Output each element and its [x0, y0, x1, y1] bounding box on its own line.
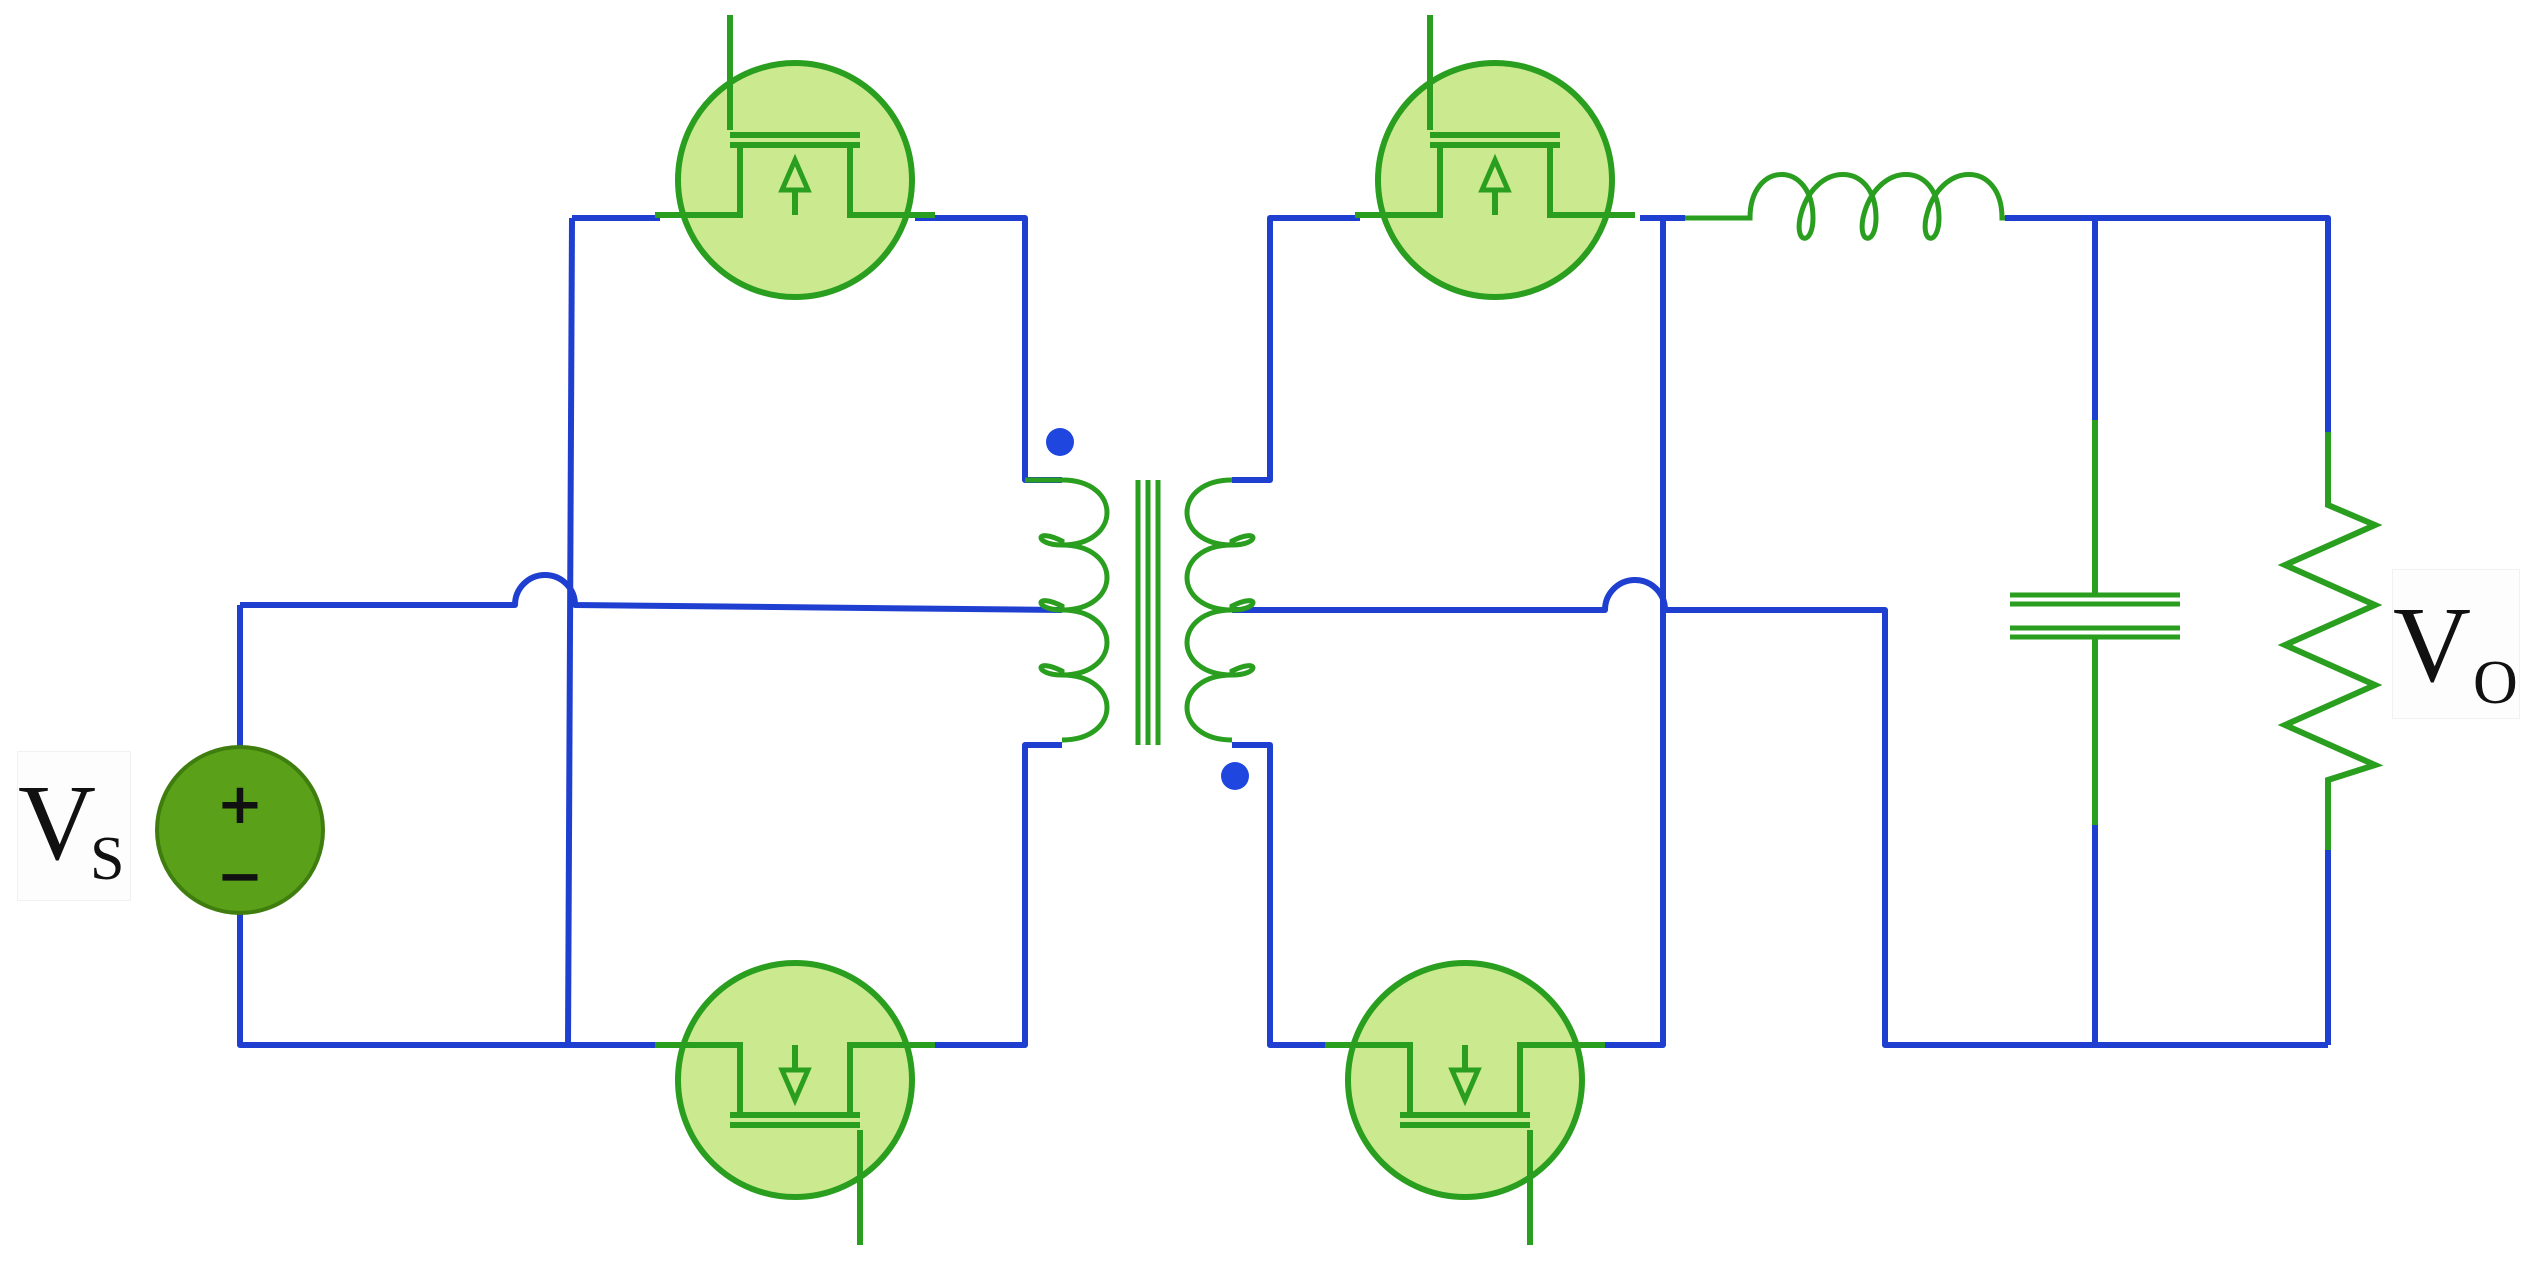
- capacitor-icon: [2010, 420, 2180, 825]
- polarity-dot-primary: [1046, 428, 1074, 456]
- source-plus-sign: +: [217, 772, 264, 837]
- wire-source-to-center-tap: [240, 572, 1063, 613]
- source-voltage-symbol: V: [18, 764, 96, 883]
- mosfet-arrow: [778, 153, 812, 193]
- source-voltage-label: V S: [18, 752, 130, 900]
- mosfet-arrow: [778, 1067, 812, 1107]
- transformer-icon: [1025, 428, 1256, 790]
- dc-voltage-source-icon: +−: [155, 745, 325, 915]
- mosfet-channel: [1355, 132, 1635, 218]
- mosfet-channel: [655, 1042, 935, 1128]
- wire-secondary-bottom-left: [1232, 742, 1330, 1048]
- wire-secondary-center-tap: [1232, 577, 2328, 1048]
- wire-secondary-right-bus: [1590, 215, 1666, 1048]
- mosfet-channel: [655, 132, 935, 218]
- inductor-coil: [1685, 172, 2005, 241]
- mosfet-arrow: [1448, 1067, 1482, 1107]
- mosfet-secondary-bottom: [1325, 960, 1605, 1245]
- wire-primary-bottom-right: [915, 742, 1062, 1048]
- output-voltage-label: V O: [2393, 570, 2519, 718]
- resistor-icon: [2277, 432, 2384, 850]
- mosfet-secondary-top: [1355, 15, 1635, 300]
- capacitor-plates: [2010, 592, 2180, 640]
- polarity-dot-secondary: [1221, 762, 1249, 790]
- output-voltage-subscript: O: [2473, 649, 2518, 717]
- mosfet-arrow: [1478, 153, 1512, 193]
- transformer-core: [1135, 480, 1161, 745]
- mosfet-channel: [1325, 1042, 1605, 1128]
- mosfet-primary-bottom: [655, 960, 935, 1245]
- primary-winding: [1025, 477, 1110, 743]
- resistor-zigzag: [2277, 432, 2384, 850]
- source-minus-sign: −: [217, 844, 264, 909]
- wire-output-top: [2005, 215, 2331, 432]
- mosfet-primary-top: [655, 15, 935, 300]
- source-voltage-subscript: S: [90, 825, 125, 893]
- components: +−: [155, 15, 2384, 1245]
- source-body: [155, 745, 325, 915]
- output-voltage-symbol: V: [2393, 586, 2471, 705]
- inductor-icon: [1685, 172, 2005, 241]
- wire-primary-left-bus: [565, 217, 575, 1046]
- wires: [237, 215, 2331, 1048]
- wire-secondary-top-left: [1232, 215, 1360, 483]
- wire-primary-top-right: [915, 215, 1062, 483]
- secondary-winding: [1184, 477, 1256, 743]
